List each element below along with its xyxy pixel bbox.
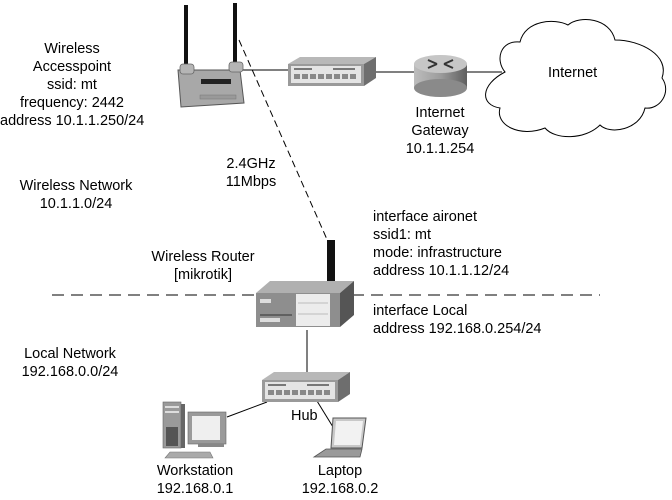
label-line: [mikrotik] xyxy=(174,267,232,283)
local-network-label: Local Network 192.168.0.0/24 xyxy=(10,345,130,381)
wireless-link-line xyxy=(238,39,334,254)
link-hub-workstation xyxy=(226,401,268,418)
label-line: Laptop xyxy=(317,463,363,479)
switch-icon xyxy=(288,57,376,86)
wireless-router-label: Wireless Router [mikrotik] xyxy=(138,248,268,284)
access-point-label: Wireless Accesspoint ssid: mt frequency:… xyxy=(0,40,144,130)
label-line: Accesspoint xyxy=(32,59,112,75)
label-line: address 10.1.1.250/24 xyxy=(0,113,145,129)
label-line: Wireless Network xyxy=(19,178,133,194)
label-line: Wireless xyxy=(44,41,100,57)
label-line: Gateway xyxy=(411,123,469,139)
wireless-router-icon xyxy=(256,240,354,327)
label-line: address 10.1.1.12/24 xyxy=(373,263,510,279)
router-icon xyxy=(414,55,467,97)
label-line: mode: infrastructure xyxy=(373,245,502,261)
label-line: interface aironet xyxy=(373,209,477,225)
label-line: 2.4GHz xyxy=(226,156,276,172)
label-line: 192.168.0.0/24 xyxy=(21,364,119,380)
label-line: address 192.168.0.254/24 xyxy=(373,321,542,337)
label-line: 10.1.1.0/24 xyxy=(39,196,113,212)
wireless-link-label: 2.4GHz 11Mbps xyxy=(216,155,286,191)
label-line: 192.168.0.1 xyxy=(156,481,234,497)
label-line: 10.1.1.254 xyxy=(405,141,475,157)
label-line: Local Network xyxy=(24,346,116,362)
hub-icon xyxy=(262,372,350,402)
interface-aironet-label: interface aironet ssid1: mt mode: infras… xyxy=(373,208,509,280)
internet-cloud-icon xyxy=(485,19,667,138)
link-hub-laptop xyxy=(316,400,334,428)
label-line: Internet xyxy=(415,105,465,121)
internet-label: Internet xyxy=(548,65,598,81)
hub-label: Hub xyxy=(291,408,318,424)
laptop-label: Laptop 192.168.0.2 xyxy=(290,462,390,498)
label-line: Wireless Router xyxy=(151,249,255,265)
gateway-label: Internet Gateway 10.1.1.254 xyxy=(390,104,490,158)
label-line: 192.168.0.2 xyxy=(301,481,379,497)
label-line: ssid1: mt xyxy=(373,227,432,243)
label-line: 11Mbps xyxy=(225,174,277,190)
wireless-network-label: Wireless Network 10.1.1.0/24 xyxy=(8,177,144,213)
label-line: ssid: mt xyxy=(47,77,97,93)
workstation-label: Workstation 192.168.0.1 xyxy=(145,462,245,498)
laptop-icon xyxy=(312,417,367,458)
label-line: frequency: 2442 xyxy=(20,95,124,111)
access-point-icon xyxy=(177,3,245,108)
label-line: Workstation xyxy=(156,463,234,479)
label-line: interface Local xyxy=(373,303,468,319)
interface-local-label: interface Local address 192.168.0.254/24 xyxy=(373,302,542,338)
workstation-icon xyxy=(162,401,227,459)
